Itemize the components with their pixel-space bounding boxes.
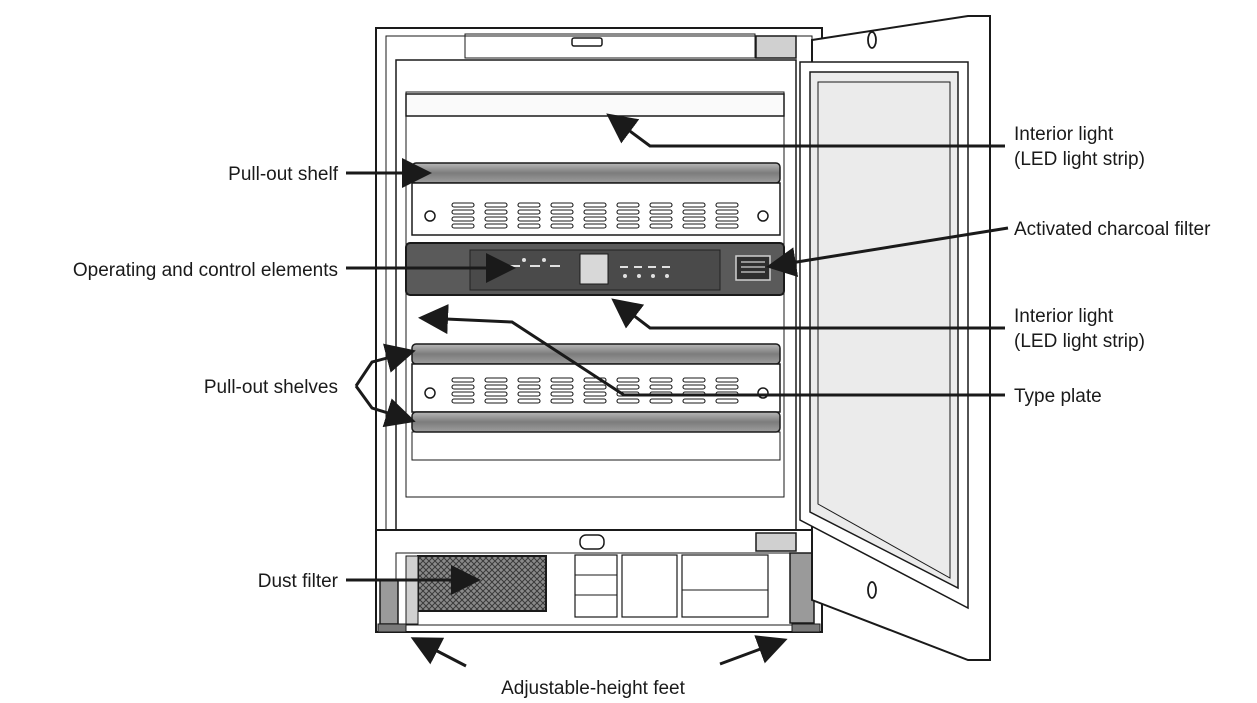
label-adjustable-feet: Adjustable-height feet (501, 678, 686, 699)
vent-slot (682, 398, 706, 404)
vent-slot (682, 384, 706, 390)
vent-slot (682, 209, 706, 215)
vent-slot (517, 384, 541, 390)
label-charcoal-filter: Activated charcoal filter (1014, 219, 1211, 240)
vent-slot (550, 223, 574, 229)
vent-slot (550, 377, 574, 383)
vent-slot (715, 216, 739, 222)
vent-slot (484, 209, 508, 215)
label-interior-light-mid-line1: Interior light (1014, 306, 1114, 327)
vent-slot (682, 377, 706, 383)
vent-slot (583, 384, 607, 390)
vent-slot (682, 223, 706, 229)
vent-slot (715, 209, 739, 215)
label-interior-light-mid-line2: (LED light strip) (1014, 331, 1145, 352)
vent-slot (649, 209, 673, 215)
vent-slot (649, 216, 673, 222)
label-pull-out-shelves: Pull-out shelves (204, 377, 338, 398)
vent-slot (550, 398, 574, 404)
vent-slot (715, 223, 739, 229)
vent-slot (484, 391, 508, 397)
vent-slot (649, 202, 673, 208)
label-type-plate: Type plate (1014, 386, 1102, 407)
vent-slot (583, 391, 607, 397)
vent-slot (550, 209, 574, 215)
vent-slot (517, 209, 541, 215)
open-door (799, 15, 991, 661)
vent-slot (550, 202, 574, 208)
vent-slot (484, 377, 508, 383)
label-interior-light-top-line2: (LED light strip) (1014, 149, 1145, 170)
vent-slot (649, 384, 673, 390)
vent-slot (583, 223, 607, 229)
vent-slot (451, 377, 475, 383)
vent-slot (715, 398, 739, 404)
vent-slot (649, 398, 673, 404)
vent-slot (517, 216, 541, 222)
vent-slot (682, 202, 706, 208)
vent-slot (616, 202, 640, 208)
vent-slot (682, 216, 706, 222)
vent-slot (517, 202, 541, 208)
vent-slot (616, 209, 640, 215)
vent-slot (517, 377, 541, 383)
label-operating-controls: Operating and control elements (73, 260, 338, 281)
vent-slot (583, 216, 607, 222)
vent-slot (583, 209, 607, 215)
vent-slot (517, 391, 541, 397)
vent-slot (550, 216, 574, 222)
vent-slot (484, 384, 508, 390)
vent-slot (616, 223, 640, 229)
callout-arrows (346, 113, 1009, 668)
label-interior-light-top-line1: Interior light (1014, 124, 1114, 145)
vent-slot (715, 377, 739, 383)
vent-slot (484, 398, 508, 404)
vent-slot (550, 384, 574, 390)
vent-slot (715, 202, 739, 208)
vent-slot (517, 398, 541, 404)
vent-slot (583, 202, 607, 208)
vent-slot (484, 202, 508, 208)
shelf-vent-slots (451, 202, 739, 229)
vent-slot (649, 223, 673, 229)
label-dust-filter: Dust filter (258, 571, 339, 592)
vent-slot (616, 384, 640, 390)
vent-slot (484, 216, 508, 222)
vent-slot (451, 209, 475, 215)
vent-slot (517, 223, 541, 229)
vent-slot (715, 384, 739, 390)
vent-slot (550, 391, 574, 397)
vent-slot (451, 202, 475, 208)
vent-slot (616, 377, 640, 383)
vent-slot (451, 216, 475, 222)
label-pull-out-shelf: Pull-out shelf (228, 164, 339, 185)
vent-slot (616, 216, 640, 222)
vent-slot (583, 398, 607, 404)
vent-slot (451, 223, 475, 229)
vent-slot (616, 398, 640, 404)
callout-labels: Pull-out shelf Operating and control ele… (73, 124, 1211, 699)
vent-slot (451, 398, 475, 404)
vent-slot (451, 384, 475, 390)
upper-shelf (411, 162, 781, 236)
vent-slot (484, 223, 508, 229)
vent-slot (649, 377, 673, 383)
vent-slot (451, 391, 475, 397)
